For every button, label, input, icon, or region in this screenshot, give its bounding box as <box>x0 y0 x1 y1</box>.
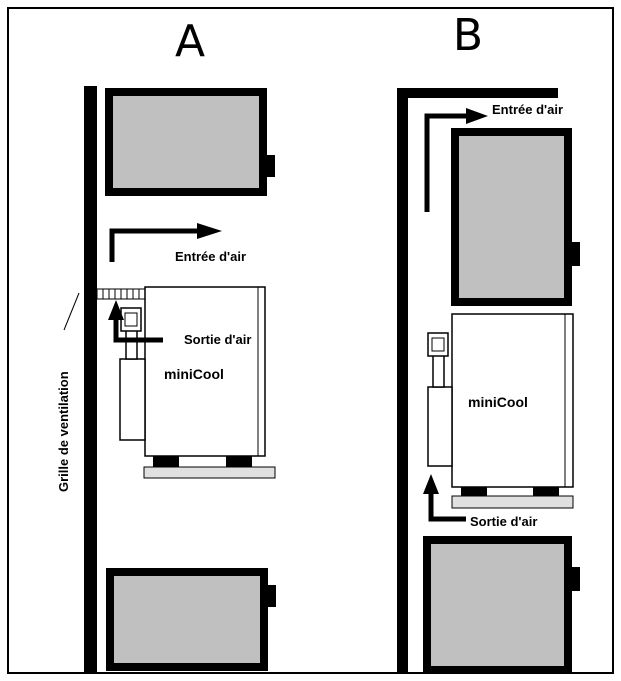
panel-b-outlet-arrow <box>423 474 466 522</box>
panel-a-grille <box>96 288 146 300</box>
panel-b-ceiling <box>397 88 558 98</box>
panel-a-minicool-unit <box>119 286 276 479</box>
panel-a-outlet-label: Sortie d'air <box>184 332 251 347</box>
panel-b-inlet-label: Entrée d'air <box>492 102 563 117</box>
panel-b-letter: B <box>453 10 483 61</box>
cabinet-handle <box>268 585 276 607</box>
panel-a-grille-leader <box>63 292 80 331</box>
panel-a-top-cabinet <box>105 88 275 196</box>
cabinet-handle <box>267 155 275 177</box>
panel-b-inlet-arrow <box>424 108 488 212</box>
panel-b-unit-label: miniCool <box>468 394 528 410</box>
panel-b-bottom-cabinet <box>423 536 580 674</box>
panel-a-inlet-arrow <box>109 223 222 262</box>
panel-a: A Entrée d'air Grille de ventilation <box>56 16 276 672</box>
cabinet-handle <box>572 242 580 266</box>
panel-a-inlet-label: Entrée d'air <box>175 249 246 264</box>
panel-b-top-cabinet <box>451 128 580 306</box>
panel-a-bottom-cabinet <box>106 568 276 671</box>
panel-b-outlet-label: Sortie d'air <box>470 514 537 529</box>
panel-b: B Entrée d'air miniCool <box>397 10 580 674</box>
panel-b-wall <box>397 88 408 672</box>
panel-a-grille-label: Grille de ventilation <box>56 371 71 492</box>
outer-frame <box>7 7 614 674</box>
panel-a-letter: A <box>175 16 205 67</box>
panel-b-minicool-unit <box>427 313 574 509</box>
cabinet-handle <box>572 567 580 591</box>
panel-a-unit-label: miniCool <box>164 366 224 382</box>
panel-a-wall <box>84 86 97 672</box>
panel-a-outlet-arrow-shape <box>108 300 163 343</box>
